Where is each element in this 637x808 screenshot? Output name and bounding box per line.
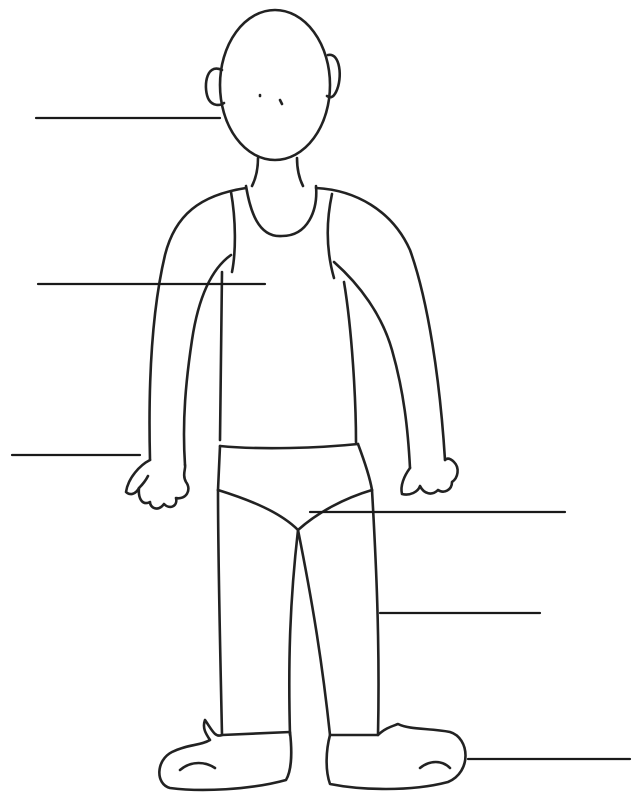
neck — [252, 158, 303, 186]
torso-vest — [220, 186, 358, 448]
underwear — [218, 444, 372, 530]
left-arm — [150, 188, 246, 465]
legs — [218, 490, 379, 735]
left-shoe — [159, 720, 291, 790]
right-arm — [316, 188, 445, 468]
head — [206, 10, 340, 160]
left-hand — [126, 460, 188, 508]
right-shoe — [327, 724, 466, 789]
